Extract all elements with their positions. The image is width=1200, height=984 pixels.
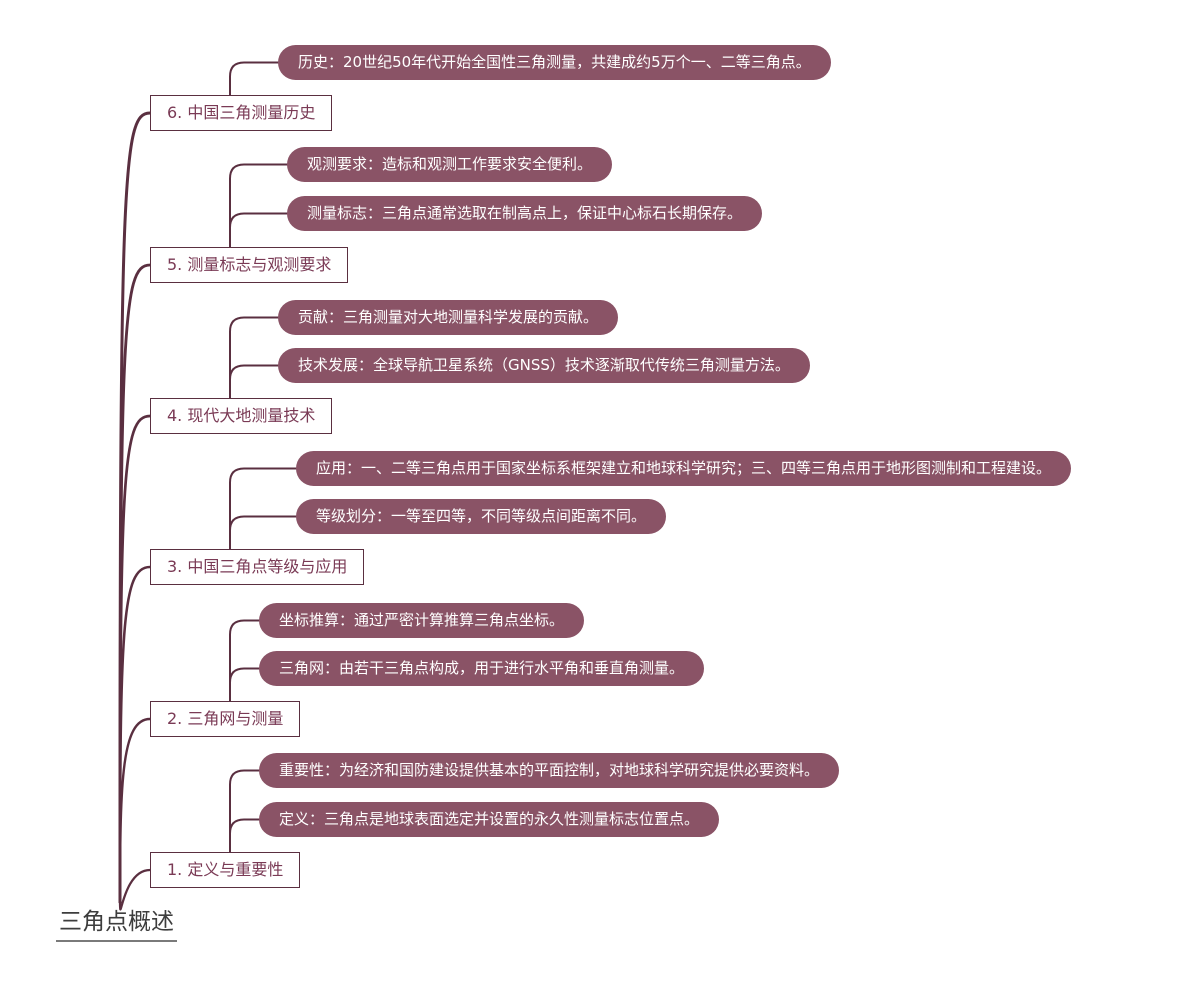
subtopic-history[interactable]: 历史：20世纪50年代开始全国性三角测量，共建成约5万个一、二等三角点。: [278, 45, 831, 80]
root-connector: [118, 565, 152, 904]
root-connector: [118, 868, 152, 911]
topic-definition-importance[interactable]: 1. 定义与重要性: [150, 852, 301, 888]
leaf-connector: [229, 769, 260, 853]
leaf-connector: [229, 316, 279, 399]
topic-triangulation-network[interactable]: 2. 三角网与测量: [150, 701, 301, 737]
leaf-connector: [229, 364, 279, 399]
leaf-connector: [229, 818, 260, 853]
topic-modern-geodesy[interactable]: 4. 现代大地测量技术: [150, 398, 333, 434]
subtopic-applications[interactable]: 应用：一、二等三角点用于国家坐标系框架建立和地球科学研究；三、四等三角点用于地形…: [296, 451, 1072, 486]
leaf-connector: [229, 667, 260, 702]
subtopic-importance[interactable]: 重要性：为经济和国防建设提供基本的平面控制，对地球科学研究提供必要资料。: [259, 753, 840, 788]
root-topic[interactable]: 三角点概述: [56, 904, 177, 942]
leaf-connector: [229, 163, 288, 248]
subtopic-survey-markers[interactable]: 测量标志：三角点通常选取在制高点上，保证中心标石长期保存。: [287, 196, 763, 231]
topic-history[interactable]: 6. 中国三角测量历史: [150, 95, 333, 131]
root-connector: [118, 414, 152, 904]
leaf-connector: [229, 515, 297, 550]
subtopic-contribution[interactable]: 贡献：三角测量对大地测量科学发展的贡献。: [278, 300, 619, 335]
topic-grades-applications[interactable]: 3. 中国三角点等级与应用: [150, 549, 365, 585]
leaf-connector: [229, 61, 279, 96]
root-connector: [118, 263, 152, 904]
subtopic-triangulation-network[interactable]: 三角网：由若干三角点构成，用于进行水平角和垂直角测量。: [259, 651, 705, 686]
subtopic-coordinate-calculation[interactable]: 坐标推算：通过严密计算推算三角点坐标。: [259, 603, 585, 638]
root-connector: [118, 717, 152, 904]
leaf-connector: [229, 467, 297, 550]
subtopic-observation-requirements[interactable]: 观测要求：造标和观测工作要求安全便利。: [287, 147, 613, 182]
subtopic-grade-division[interactable]: 等级划分：一等至四等，不同等级点间距离不同。: [296, 499, 667, 534]
subtopic-tech-development[interactable]: 技术发展：全球导航卫星系统（GNSS）技术逐渐取代传统三角测量方法。: [278, 348, 810, 383]
topic-survey-markers[interactable]: 5. 测量标志与观测要求: [150, 247, 349, 283]
leaf-connector: [229, 619, 260, 702]
leaf-connector: [229, 212, 288, 248]
subtopic-definition[interactable]: 定义：三角点是地球表面选定并设置的永久性测量标志位置点。: [259, 802, 720, 837]
